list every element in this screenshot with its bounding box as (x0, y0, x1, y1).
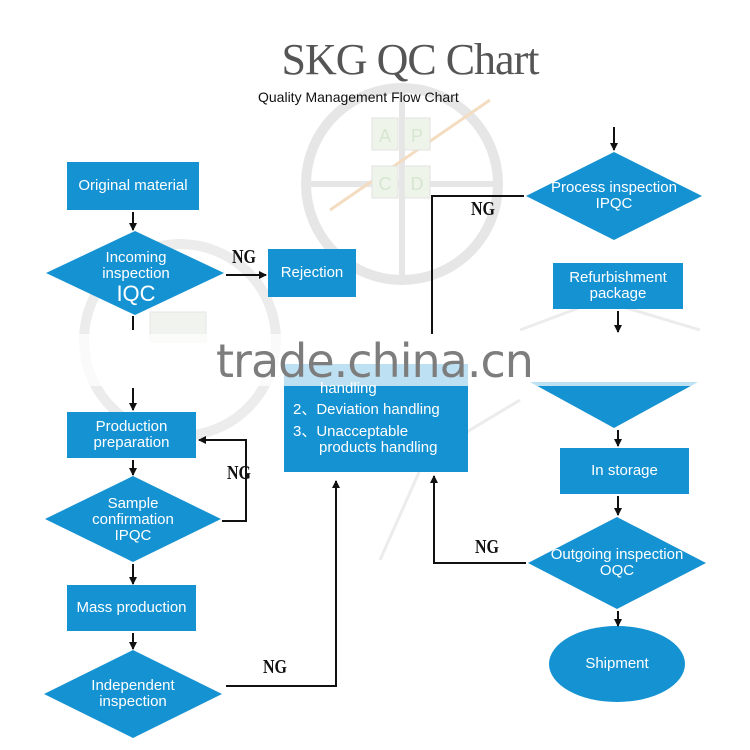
watermark-text: trade.china.cn (216, 334, 534, 388)
ng-label-outgoing: NG (475, 536, 499, 558)
refurbishment-package-box (553, 263, 683, 309)
independent-inspection-diamond (44, 650, 222, 738)
original-material-label: Original material (78, 177, 188, 194)
original-material-box (67, 162, 199, 210)
incoming-inspection-label: Incoming inspection (102, 249, 170, 282)
handling-line-3: 3、Unacceptable (293, 423, 409, 440)
production-preparation-box (67, 412, 196, 458)
ng-label-sample: NG (227, 462, 251, 484)
rejection-box (268, 249, 356, 297)
ng-label-rejection: NG (232, 246, 256, 268)
shipment-ellipse (549, 626, 685, 702)
page-subtitle: Quality Management Flow Chart (258, 89, 459, 105)
ng-label-independent: NG (263, 656, 287, 678)
pdca-letter-d: D (411, 174, 424, 194)
process-inspection-diamond (526, 152, 702, 240)
independent-inspection-label: Independent inspection (91, 677, 175, 710)
pdca-letter-a: A (379, 126, 391, 146)
pdca-letter-p: P (411, 126, 423, 146)
watermark-band: trade.china.cn (0, 334, 750, 388)
outgoing-inspection-diamond (528, 517, 706, 609)
handling-line-2: 2、Deviation handling (293, 401, 440, 418)
iqc-label: IQC (116, 281, 156, 306)
sample-confirmation-diamond (45, 476, 221, 562)
handling-line-4: products handling (319, 439, 438, 456)
outgoing-inspection-label: Outgoing inspection OQC (550, 546, 684, 579)
refurbishment-package-label: Refurbishment package (569, 269, 667, 302)
production-preparation-label: Production preparation (93, 418, 170, 451)
sample-confirmation-label: Sample confirmation IPQC (92, 495, 174, 544)
incoming-inspection-diamond (46, 231, 224, 315)
page-title: SKG QC Chart (281, 35, 540, 84)
ng-label-process: NG (471, 198, 495, 220)
in-storage-box (560, 448, 689, 494)
in-storage-label: In storage (591, 462, 658, 479)
storage-trapezoid (530, 382, 698, 428)
rejection-label: Rejection (280, 264, 344, 281)
process-inspection-label: Process inspection IPQC (551, 179, 677, 212)
mass-production-box (67, 585, 196, 631)
shipment-label: Shipment (585, 655, 649, 672)
pdca-letter-c: C (379, 174, 392, 194)
mass-production-label: Mass production (76, 599, 187, 616)
